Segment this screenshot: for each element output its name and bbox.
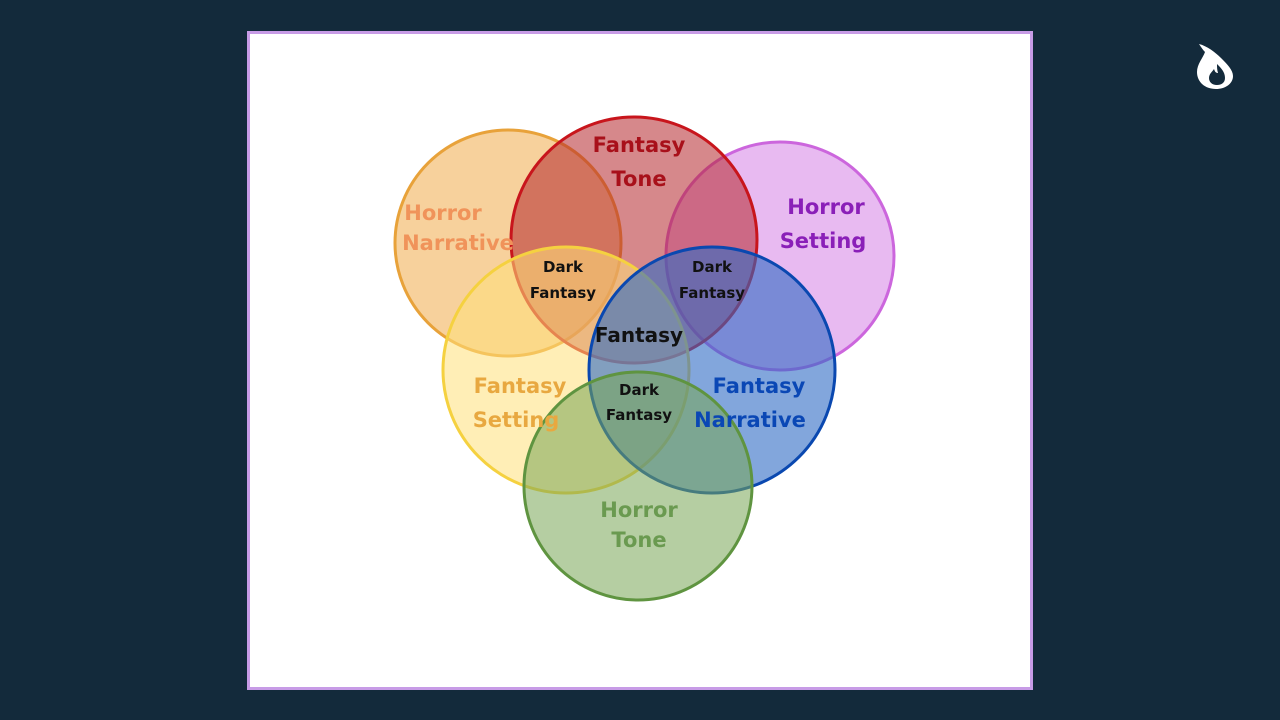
label-fantasy-narrative: Fantasy bbox=[713, 374, 806, 398]
label-fantasy-narrative-2: Narrative bbox=[694, 408, 806, 432]
label-dark-fantasy-left: Dark bbox=[543, 258, 584, 276]
label-dark-fantasy-left-2: Fantasy bbox=[530, 284, 596, 302]
label-fantasy-center: Fantasy bbox=[595, 323, 683, 347]
circle-horror-tone bbox=[522, 370, 754, 602]
label-dark-fantasy-bottom: Dark bbox=[619, 381, 660, 399]
label-horror-tone: Horror bbox=[600, 498, 678, 522]
label-fantasy-setting: Fantasy bbox=[474, 374, 567, 398]
label-fantasy-tone: Fantasy bbox=[593, 133, 686, 157]
label-dark-fantasy-bottom-2: Fantasy bbox=[606, 406, 672, 424]
flame-logo-icon bbox=[1197, 44, 1233, 89]
label-dark-fantasy-right: Dark bbox=[692, 258, 733, 276]
label-horror-tone-2: Tone bbox=[611, 528, 666, 552]
label-horror-setting-2: Setting bbox=[780, 229, 867, 253]
label-dark-fantasy-right-2: Fantasy bbox=[679, 284, 745, 302]
label-horror-narrative: Horror bbox=[404, 201, 482, 225]
label-fantasy-setting-2: Setting bbox=[473, 408, 560, 432]
label-fantasy-tone-2: Tone bbox=[611, 167, 666, 191]
label-horror-narrative-2: Narrative bbox=[402, 231, 514, 255]
label-horror-setting: Horror bbox=[787, 195, 865, 219]
